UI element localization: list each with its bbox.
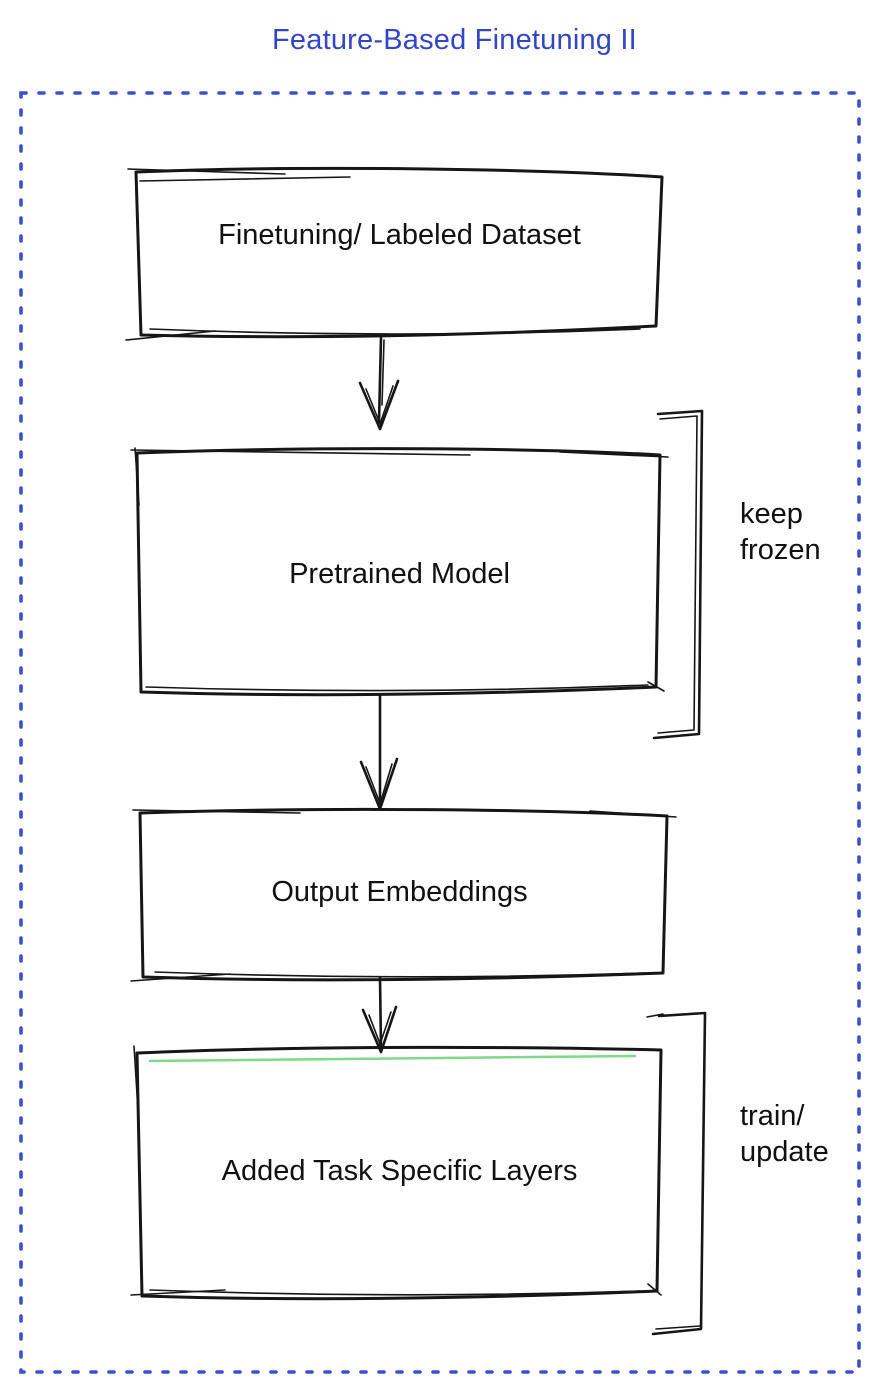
sketch-stroke [647,681,665,692]
sketch-stroke [559,451,669,458]
train-update-bracket [646,1011,707,1336]
sketch-stroke [646,1013,664,1018]
keep-frozen-label: keep frozen [740,496,821,568]
keep-frozen-line2: frozen [740,534,821,566]
sketch-stroke [145,684,649,692]
sketch-stroke [365,763,393,807]
arrow-down-icon [358,336,400,431]
bracket-stroke [652,409,704,740]
sketch-stroke [127,168,286,175]
dotted-frame [19,91,861,1374]
arrow-down-icon [361,976,398,1054]
sketch-stroke [132,809,301,814]
sketch-stroke [149,328,641,335]
train-update-line1: train/ [740,1100,805,1132]
dataset-box [125,166,664,341]
embeddings-box-label: Output Embeddings [271,876,528,908]
task-layers-box [130,1045,663,1301]
arrow-down-icon [359,693,399,811]
dataset-box-shape [134,166,664,339]
train-update-label: train/ update [740,1098,829,1170]
sketch-stroke [365,385,394,427]
sketch-stroke [134,447,140,506]
arrow-head [361,1005,398,1054]
keep-frozen-bracket [652,409,704,740]
sketch-highlight-stroke [148,1054,637,1063]
page-title: Feature-Based Finetuning II [272,24,637,56]
train-update-line2: update [740,1136,829,1168]
embeddings-box-shape [138,807,669,982]
sketch-stroke [133,1045,139,1111]
dataset-box-label: Finetuning/ Labeled Dataset [218,219,581,251]
sketch-stroke [381,339,385,406]
sketch-stroke [589,810,677,818]
sketch-stroke [655,1325,701,1330]
keep-frozen-line1: keep [740,498,803,530]
sketch-stroke [657,415,698,734]
pretrained-box [130,447,669,697]
arrow-head [358,379,400,431]
sketch-stroke [130,449,471,456]
pretrained-box-label: Pretrained Model [289,558,510,590]
sketch-stroke [149,1289,641,1296]
sketch-stroke [125,330,216,341]
sketch-stroke [139,176,351,182]
arrow-shaft [378,976,383,1050]
arrow-shaft [377,336,383,424]
sketch-stroke [368,1011,392,1050]
sketch-stroke [154,971,646,978]
task-layers-box-label: Added Task Specific Layers [221,1155,578,1187]
embeddings-box [130,807,677,982]
bracket-stroke [651,1011,707,1336]
sketch-stroke [647,1283,662,1296]
sketch-stroke [130,973,231,982]
sketch-stroke [130,1289,226,1296]
